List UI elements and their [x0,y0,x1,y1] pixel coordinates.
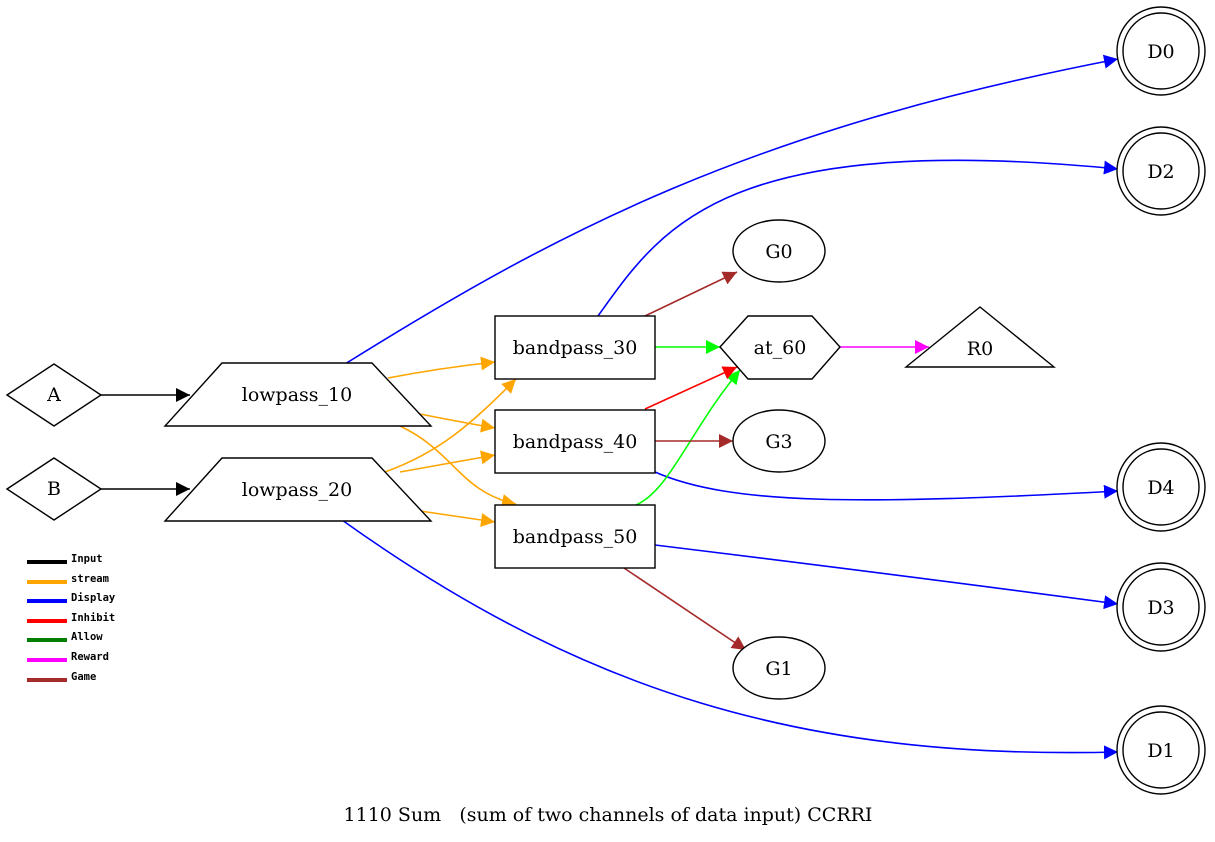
node-g1-label: G1 [765,658,792,680]
node-bandpass-30-label: bandpass_30 [513,337,638,359]
nodes: A B lowpass_10 lowpass_20 bandpass_30 ba… [5,6,1206,795]
legend-item-game: Game [27,671,96,683]
edge-bandpass-50-at-60 [635,369,741,506]
edge-lowpass-10-bandpass-40 [419,413,496,433]
legend-item-display: Display [27,592,116,604]
node-bandpass-40-label: bandpass_40 [513,431,638,453]
node-lowpass-10: lowpass_10 [163,362,433,427]
legend: Input stream Display Inhibit Allow Rewar… [27,553,116,683]
edge-bandpass-40-at-60 [644,366,738,410]
node-d2: D2 [1116,126,1206,216]
node-a: A [5,363,103,427]
node-g3-label: G3 [765,431,792,453]
node-lowpass-20: lowpass_20 [163,457,433,522]
node-b-label: B [47,478,61,500]
legend-label: Input [71,553,103,565]
node-d1: D1 [1116,705,1206,795]
node-g0-label: G0 [765,241,792,263]
edge-bandpass-50-g1 [623,567,747,651]
node-lowpass-10-label: lowpass_10 [242,384,352,406]
edge-lowpass-20-bandpass-40 [399,450,496,473]
legend-label: stream [71,573,109,585]
edge-bandpass-40-d4 [654,471,1119,501]
edge-lowpass-10-bandpass-30 [387,356,496,379]
node-d4-label: D4 [1147,477,1174,499]
node-bandpass-50-label: bandpass_50 [513,526,638,548]
node-d1-label: D1 [1147,740,1174,762]
node-d0: D0 [1116,6,1206,96]
edges [101,54,1119,760]
legend-label: Reward [71,651,109,663]
edge-lowpass-20-bandpass-30 [384,378,517,473]
node-g0: G0 [732,219,826,283]
node-d3: D3 [1116,562,1206,652]
node-bandpass-30: bandpass_30 [494,315,656,380]
edge-bandpass-50-d3 [654,544,1119,610]
legend-item-inhibit: Inhibit [27,612,115,624]
node-at-60-label: at_60 [754,337,807,359]
legend-label: Allow [71,631,103,643]
edge-lowpass-20-bandpass-50 [419,510,496,527]
node-bandpass-40: bandpass_40 [494,409,656,474]
diagram-caption: 1110 Sum (sum of two channels of data in… [344,804,873,826]
node-a-label: A [46,384,61,406]
legend-label: Display [71,592,116,604]
node-lowpass-20-label: lowpass_20 [242,479,352,501]
edge-lowpass-10-d0 [344,54,1119,365]
legend-item-stream: stream [27,573,109,585]
node-g3: G3 [732,409,826,473]
edge-bandpass-30-d2 [597,159,1119,317]
node-r0: R0 [904,306,1056,368]
legend-item-input: Input [27,553,103,565]
node-r0-label: R0 [967,338,993,360]
node-d0-label: D0 [1147,41,1174,63]
node-g1: G1 [732,636,826,700]
node-d4: D4 [1116,442,1206,532]
node-bandpass-50: bandpass_50 [494,504,656,569]
legend-item-allow: Allow [27,631,103,643]
legend-item-reward: Reward [27,651,109,663]
edge-lowpass-20-d1 [341,519,1119,760]
node-d2-label: D2 [1147,161,1174,183]
legend-label: Game [71,671,96,683]
node-at-60: at_60 [719,315,841,380]
node-b: B [5,457,103,521]
legend-label: Inhibit [71,612,115,624]
edge-bandpass-30-g0 [644,271,738,317]
node-d3-label: D3 [1147,597,1174,619]
edge-lowpass-10-bandpass-50 [399,425,517,508]
